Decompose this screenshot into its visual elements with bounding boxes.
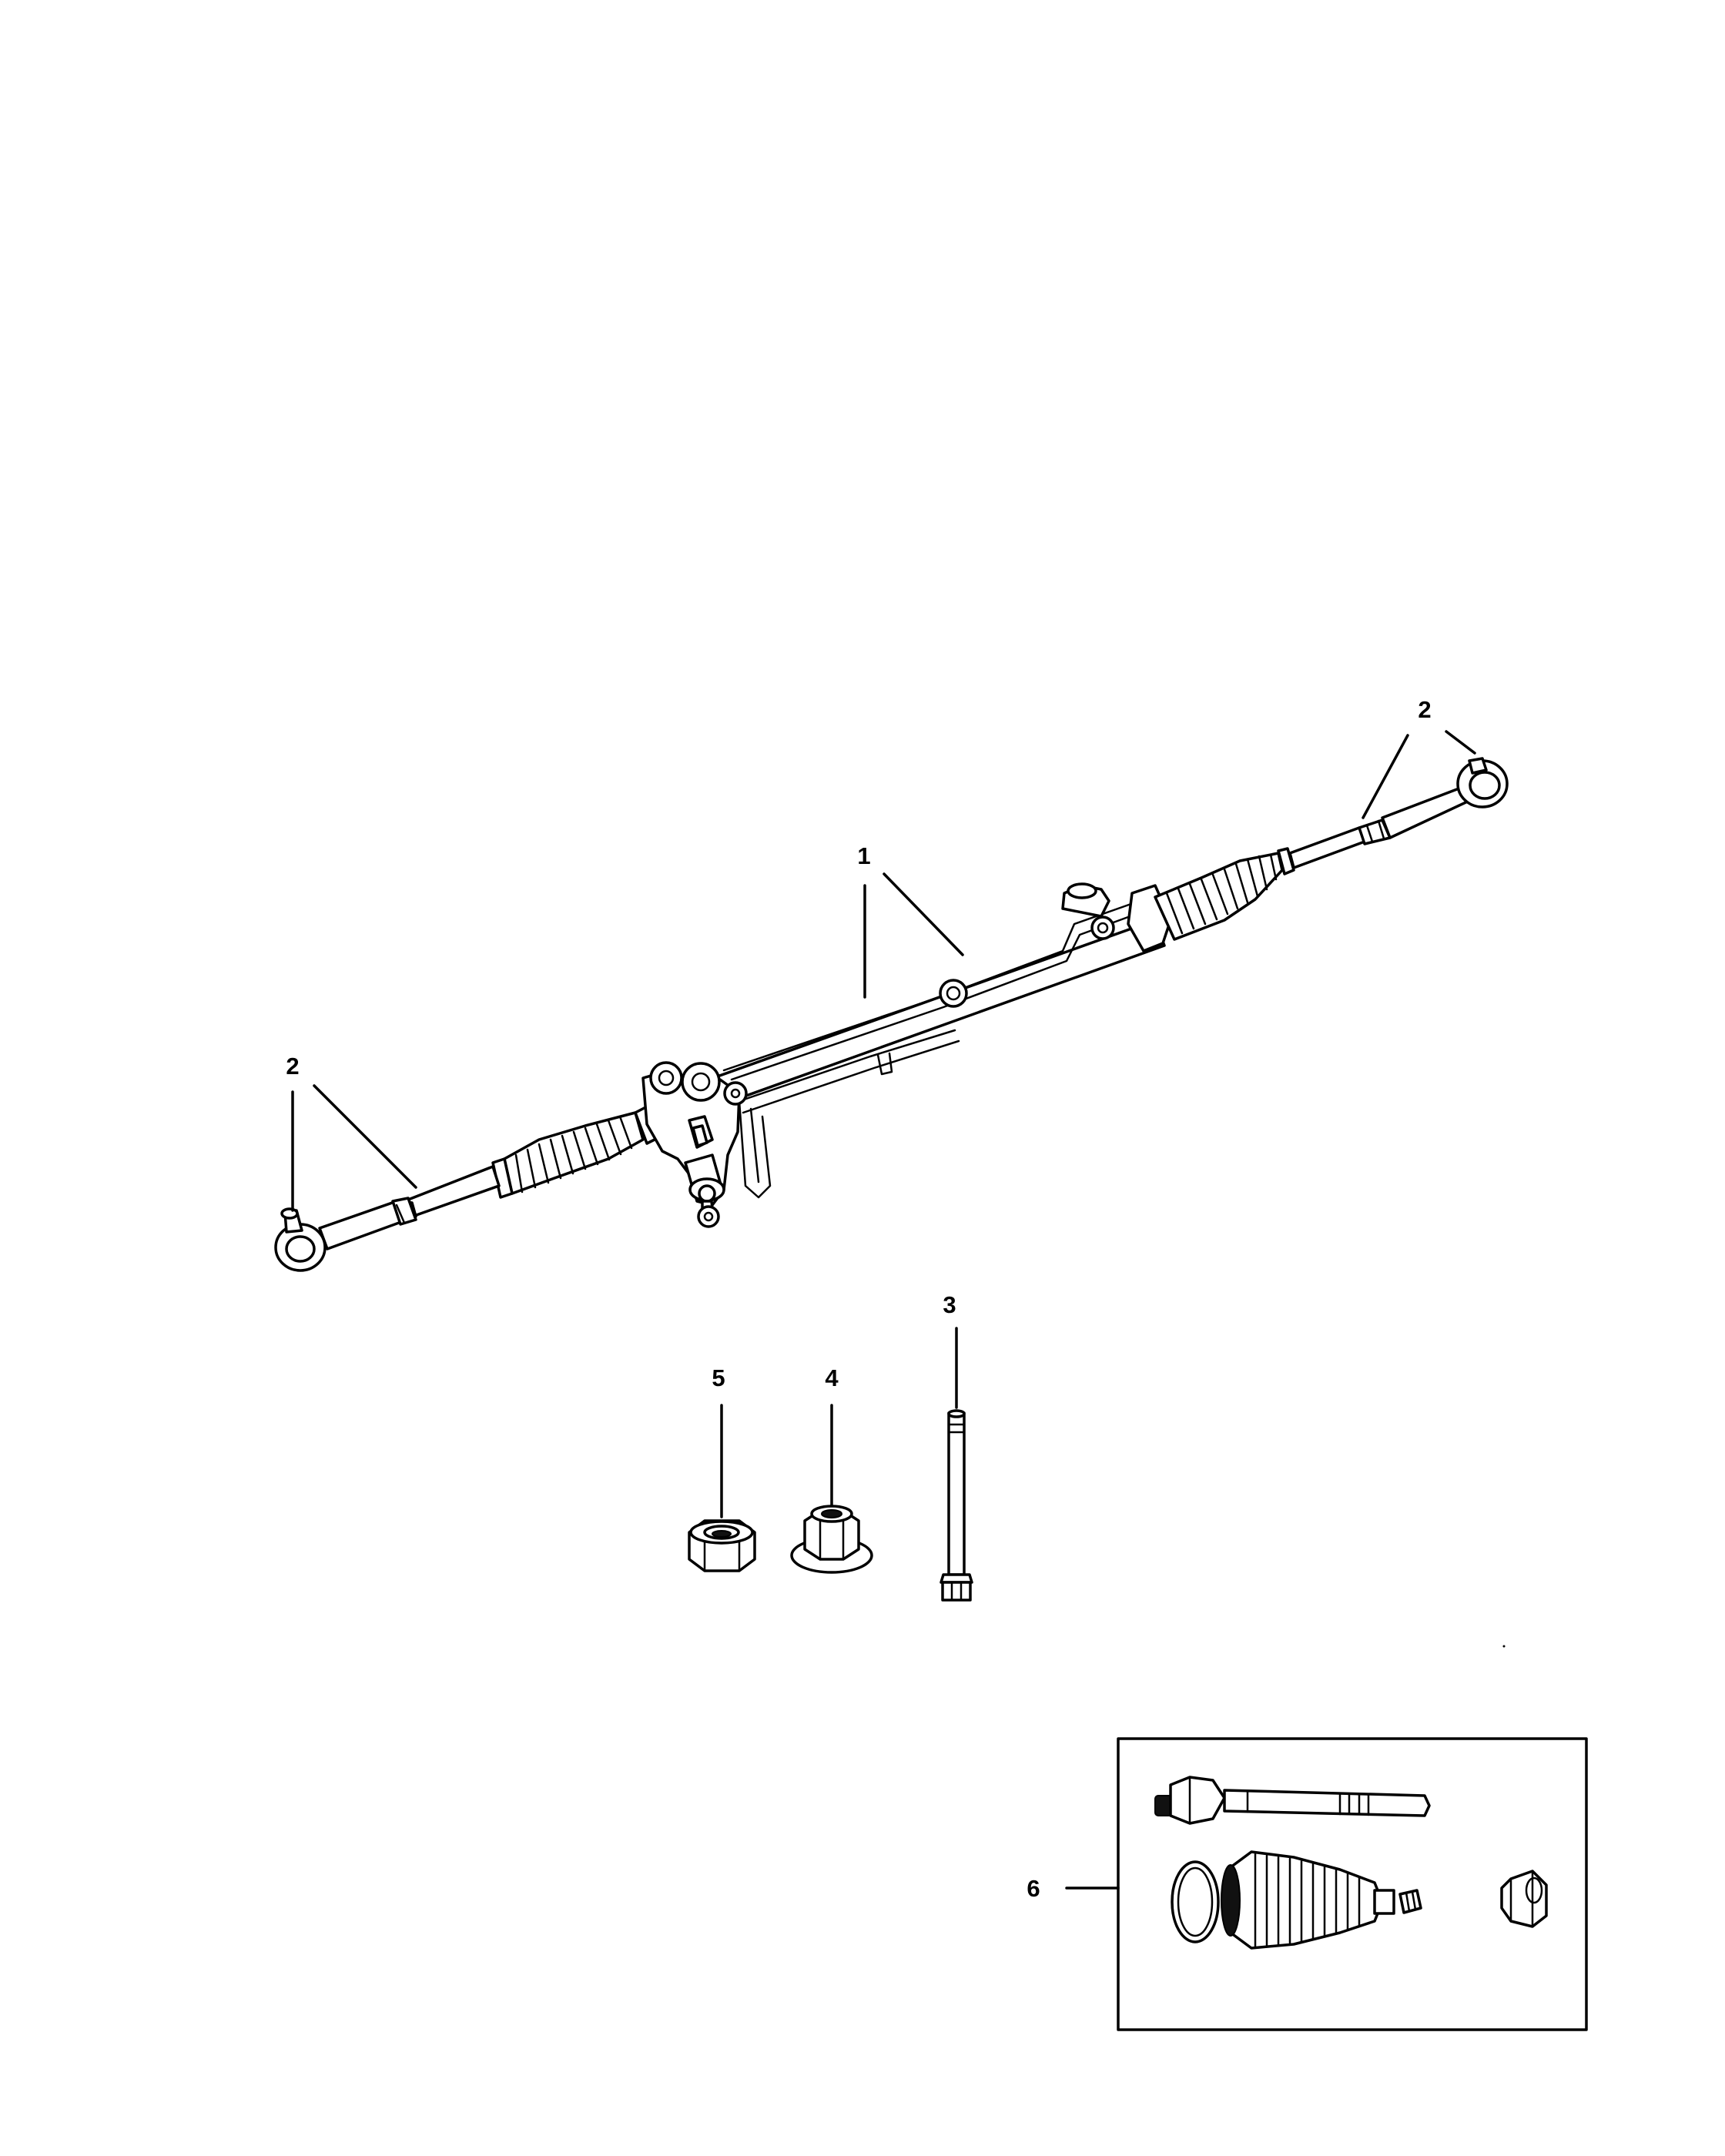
stray-mark xyxy=(1502,1645,1506,1648)
kit-boot-clamp xyxy=(1171,1860,1220,1943)
callout-1: 1 xyxy=(857,842,870,869)
kit-bellows-boot xyxy=(1221,1850,1395,1950)
leader-lines xyxy=(291,730,1476,1890)
callout-2-left: 2 xyxy=(286,1053,299,1080)
kit-frame xyxy=(1117,1737,1588,2031)
pinion-valve-housing xyxy=(641,1061,748,1228)
valve-port xyxy=(681,1062,721,1102)
callout-2-right: 2 xyxy=(1418,696,1431,723)
inner-tie-rod-kit xyxy=(1117,1737,1588,2031)
right-inner-tie-rod xyxy=(1288,826,1366,869)
tie-rod-end-left xyxy=(274,1197,417,1272)
callout-4: 4 xyxy=(825,1364,839,1391)
flange-nut xyxy=(790,1505,873,1574)
rack-and-pinion-gear xyxy=(407,826,1366,1228)
left-bellows-boot xyxy=(503,1111,645,1195)
kit-inner-tie-rod xyxy=(1154,1776,1431,1825)
callout-5: 5 xyxy=(712,1364,725,1391)
right-bellows-boot xyxy=(1154,852,1284,941)
bolt xyxy=(940,1409,973,1602)
fluid-line-lower xyxy=(738,1029,956,1103)
callout-labels: 1 2 2 3 4 5 6 xyxy=(286,696,1431,1902)
kit-jam-nut xyxy=(1500,1870,1548,1928)
fluid-line-upper xyxy=(722,899,1141,1072)
line-fitting xyxy=(939,979,968,1008)
callout-3: 3 xyxy=(943,1291,956,1318)
tie-rod-end-right xyxy=(1358,757,1509,845)
left-inner-tie-rod xyxy=(407,1165,501,1218)
kit-small-clamp xyxy=(1398,1889,1422,1914)
nut xyxy=(688,1519,756,1572)
callout-6: 6 xyxy=(1027,1875,1040,1902)
